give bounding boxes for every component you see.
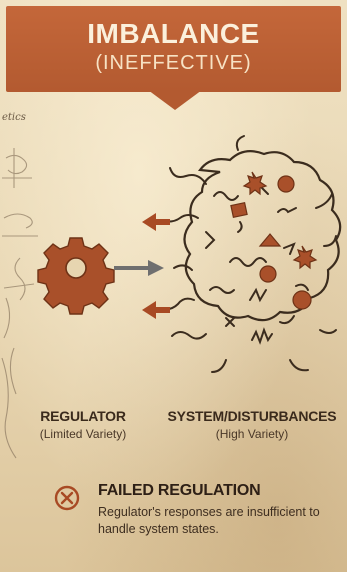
regulation-diagram bbox=[0, 0, 347, 410]
system-title: SYSTEM/DISTURBANCES bbox=[158, 408, 346, 424]
arrow-right-icon bbox=[114, 260, 164, 276]
disturbance-cloud-icon bbox=[142, 136, 340, 372]
regulator-title: REGULATOR bbox=[18, 408, 148, 424]
system-label: SYSTEM/DISTURBANCES (High Variety) bbox=[158, 408, 346, 441]
system-subtitle: (High Variety) bbox=[158, 427, 346, 441]
result-description: Regulator's responses are insufficient t… bbox=[98, 504, 338, 538]
gear-icon bbox=[38, 238, 114, 314]
regulator-label: REGULATOR (Limited Variety) bbox=[18, 408, 148, 441]
regulator-subtitle: (Limited Variety) bbox=[18, 427, 148, 441]
x-circle-icon bbox=[54, 485, 80, 511]
result-title: FAILED REGULATION bbox=[98, 482, 261, 500]
